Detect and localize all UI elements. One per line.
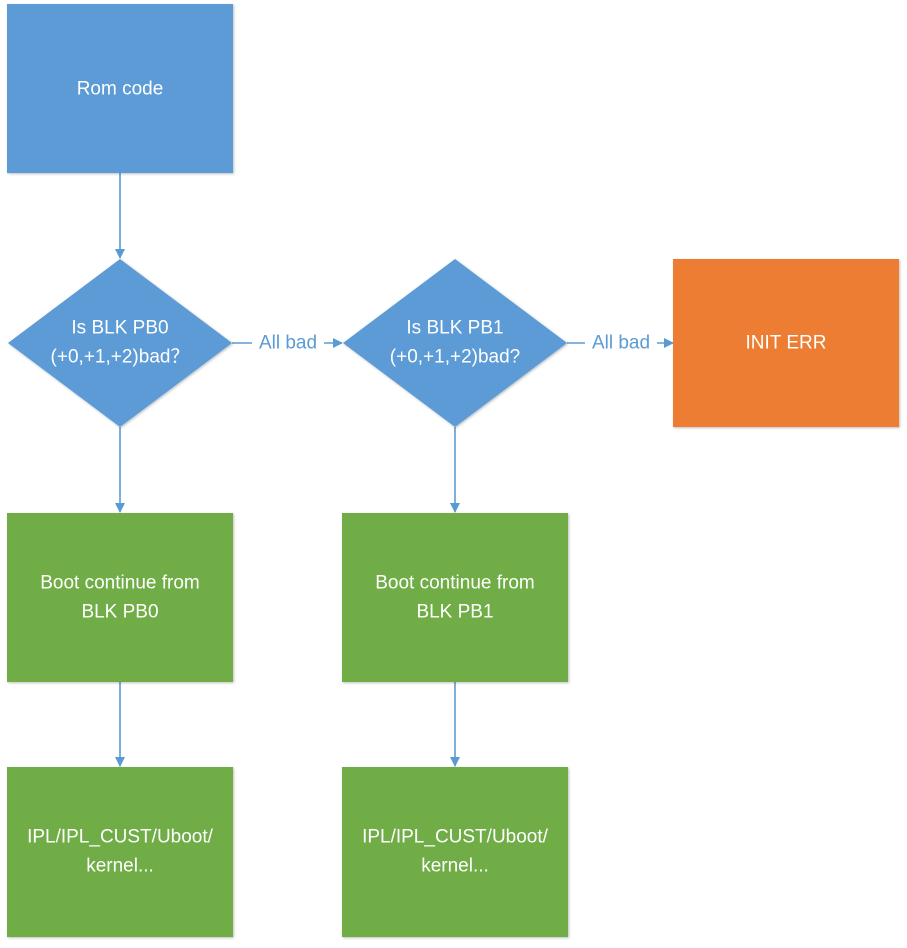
node-decision-pb0: Is BLK PB0 (+0,+1,+2)bad？ <box>8 259 232 427</box>
node-ipl-pb1: IPL/IPL_CUST/Uboot/ kernel... <box>342 767 568 937</box>
decision-pb1-line2: (+0,+1,+2)bad? <box>390 347 520 368</box>
ipl-pb0-line1: IPL/IPL_CUST/Uboot/ <box>27 827 214 848</box>
init-err-label: INIT ERR <box>746 333 827 354</box>
boot-pb1-line1: Boot continue from <box>375 573 534 594</box>
init-err-box <box>673 259 899 427</box>
boot-pb1-line2: BLK PB1 <box>416 602 493 623</box>
node-boot-pb0: Boot continue from BLK PB0 <box>7 513 233 682</box>
ipl-pb1-line2: kernel... <box>421 856 489 877</box>
boot-pb0-line2: BLK PB0 <box>81 602 158 623</box>
node-init-err: INIT ERR <box>673 259 899 427</box>
node-rom-code: Rom code <box>7 4 233 173</box>
ipl-pb1-line1: IPL/IPL_CUST/Uboot/ <box>362 827 549 848</box>
edge-label-pb1-to-err: All bad <box>592 333 650 354</box>
decision-pb1-diamond <box>343 259 567 427</box>
edge-label-bg-pb0-pb1 <box>252 330 324 356</box>
rom-code-box <box>7 4 233 173</box>
ipl-pb1-box <box>342 767 568 937</box>
decision-pb0-line1: Is BLK PB0 <box>71 318 168 339</box>
boot-pb0-line1: Boot continue from <box>40 573 199 594</box>
ipl-pb0-box <box>7 767 233 937</box>
ipl-pb0-line2: kernel... <box>86 856 154 877</box>
decision-pb1-line1: Is BLK PB1 <box>406 318 503 339</box>
decision-pb0-line2: (+0,+1,+2)bad？ <box>51 347 190 368</box>
node-ipl-pb0: IPL/IPL_CUST/Uboot/ kernel... <box>7 767 233 937</box>
decision-pb0-diamond <box>8 259 232 427</box>
boot-pb0-box <box>7 513 233 682</box>
edge-labels: All bad All bad <box>252 330 657 356</box>
boot-pb1-box <box>342 513 568 682</box>
edge-label-pb0-to-pb1: All bad <box>259 333 317 354</box>
node-decision-pb1: Is BLK PB1 (+0,+1,+2)bad? <box>343 259 567 427</box>
rom-code-label: Rom code <box>77 79 164 100</box>
node-boot-pb1: Boot continue from BLK PB1 <box>342 513 568 682</box>
edge-label-bg-pb1-err <box>585 330 657 356</box>
